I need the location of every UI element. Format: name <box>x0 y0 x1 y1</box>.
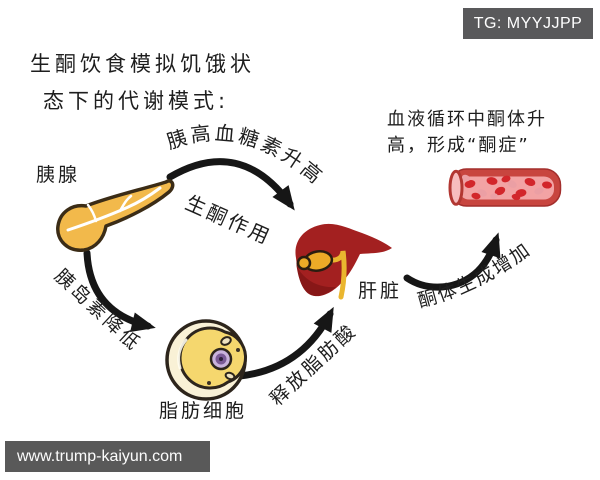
red-blood-cells <box>461 174 552 201</box>
label-ketogenesis: 生酮作用 <box>182 190 276 249</box>
vessel-opening <box>448 169 464 206</box>
label-insulin-drops: 胰岛素降低 <box>50 265 145 356</box>
label-ketone-production-increases: 酮体生成增加 <box>415 238 535 312</box>
arrow-liver-to-blood-vessel <box>403 232 501 291</box>
arrow-pancreas-to-fat-cell <box>83 249 156 332</box>
organelle-dot-2 <box>236 348 240 352</box>
note-line-2: 高，形成“酮症” <box>387 135 530 156</box>
title-line-2: 态下的代谢模式: <box>43 89 230 113</box>
telegram-badge: TG: MYYJJPP <box>463 8 593 39</box>
liver-shade <box>296 262 336 297</box>
organelle-bottom <box>224 371 236 381</box>
gallbladder-tip <box>296 255 312 271</box>
telegram-badge-label: TG: MYYJJPP <box>473 14 583 32</box>
blood-vessel-note: 血液循环中酮体升 高，形成“酮症” <box>387 107 547 159</box>
nucleus-dot <box>219 357 223 361</box>
arrow-pancreas-to-liver <box>166 158 295 211</box>
liver-label: 肝脏 <box>358 280 403 302</box>
fat-cell-illustration <box>165 319 247 401</box>
pancreatic-duct <box>66 186 162 232</box>
watermark-bar: www.trump-kaiyun.com <box>5 441 210 472</box>
pancreatic-duct-branches <box>86 194 133 223</box>
page-title: 生酮饮食模拟饥饿状 态下的代谢模式: <box>30 46 255 120</box>
arrow-fat-cell-to-liver <box>236 306 334 380</box>
bile-duct <box>327 250 347 300</box>
note-line-1: 血液循环中酮体升 <box>387 109 547 130</box>
fat-cell-label: 脂肪细胞 <box>159 400 248 422</box>
blood-vessel-illustration <box>448 168 562 207</box>
pancreas-label: 胰腺 <box>36 164 81 186</box>
pancreas-illustration <box>56 179 175 252</box>
organelle-dot-1 <box>207 381 211 385</box>
organelle-top <box>220 336 232 346</box>
liver-illustration <box>295 223 392 300</box>
title-line-1: 生酮饮食模拟饥饿状 <box>30 52 255 76</box>
label-glucagon-rises: 胰高血糖素升高 <box>164 121 329 190</box>
watermark-url: www.trump-kaiyun.com <box>17 448 183 465</box>
lipid-highlight <box>177 338 188 370</box>
